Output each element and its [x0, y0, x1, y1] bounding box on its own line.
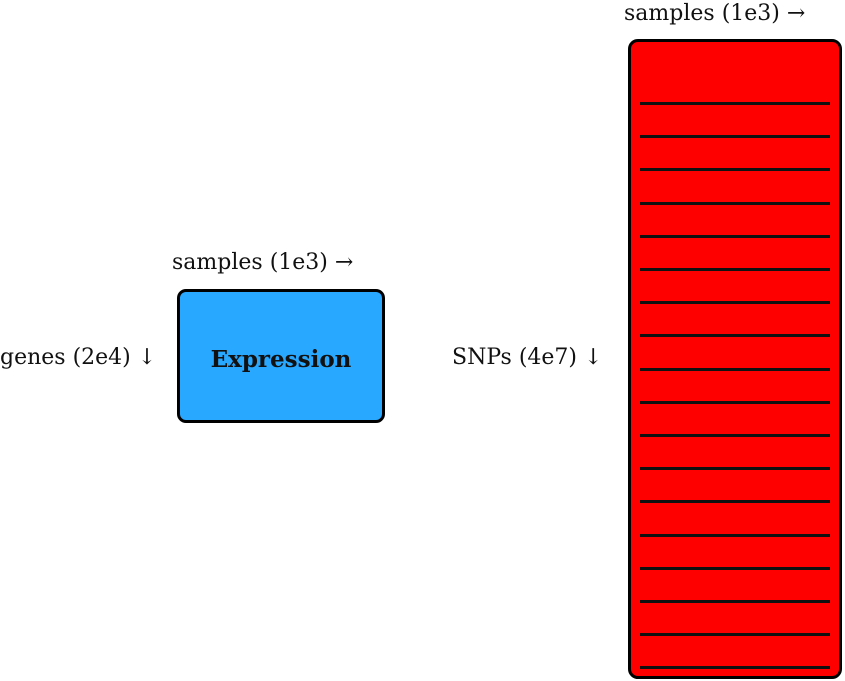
snp-row-line: [640, 301, 830, 305]
snp-row-line: [640, 434, 830, 437]
snp-row-line: [640, 600, 830, 603]
snp-row-line: [640, 334, 830, 338]
snp-row-line: [640, 633, 830, 637]
snp-row-line: [640, 400, 830, 404]
snp-row-line: [640, 367, 830, 371]
snp-row-line: [640, 500, 830, 504]
snp-row-line: [640, 533, 830, 537]
expression-samples-label: samples (1e3) →: [172, 250, 354, 275]
snp-row-line: [640, 566, 830, 570]
snp-samples-label: samples (1e3) →: [624, 1, 806, 26]
snp-row-line: [640, 268, 830, 271]
snp-matrix-box: [628, 39, 842, 679]
snp-row-line: [640, 666, 830, 670]
snp-row-line: [640, 135, 830, 139]
snp-row-line: [640, 467, 830, 471]
snp-row-line: [640, 234, 830, 238]
expression-title: Expression: [210, 345, 352, 373]
genes-label: genes (2e4) ↓: [0, 345, 157, 370]
snp-row-line: [640, 201, 830, 205]
snp-row-line: [640, 102, 830, 105]
snp-row-line: [640, 168, 830, 172]
snps-label: SNPs (4e7) ↓: [452, 345, 603, 370]
expression-matrix-box: Expression: [177, 289, 385, 423]
